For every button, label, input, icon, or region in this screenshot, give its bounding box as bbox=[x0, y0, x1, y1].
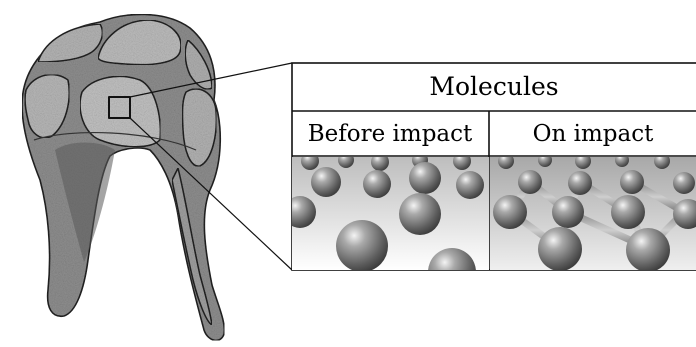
on-impact-label: On impact bbox=[490, 112, 696, 156]
before-impact-render bbox=[284, 152, 489, 296]
before-impact-label: Before impact bbox=[292, 112, 488, 156]
on-impact-render bbox=[490, 153, 696, 272]
molecules-title: Molecules bbox=[292, 64, 696, 110]
